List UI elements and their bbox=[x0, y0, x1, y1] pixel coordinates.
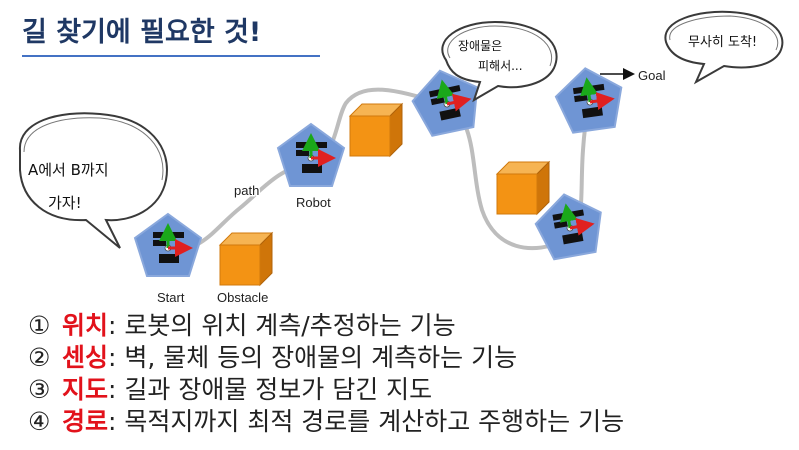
path-label: path bbox=[234, 183, 259, 198]
bubble-avoid-line2: 피해서... bbox=[478, 59, 523, 73]
bubble-arrive-text: 무사히 도착! bbox=[688, 35, 757, 50]
obstacle-label: Obstacle bbox=[217, 290, 268, 305]
item-number: ② bbox=[28, 343, 51, 372]
speech-bubble-avoid: 장애물은 피해서... bbox=[441, 20, 558, 103]
item-keyword: 위치 bbox=[62, 311, 109, 340]
item-description: : 벽, 물체 등의 장애물의 계측하는 기능 bbox=[108, 343, 518, 372]
item-description: : 목적지까지 최적 경로를 계산하고 주행하는 기능 bbox=[108, 407, 625, 436]
item-number: ① bbox=[28, 311, 51, 340]
list-item: ① 위치: 로봇의 위치 계측/추정하는 기능 bbox=[28, 310, 624, 342]
item-number: ④ bbox=[28, 407, 51, 436]
page-title: 길 찾기에 필요한 것! bbox=[22, 17, 262, 48]
robot-start bbox=[135, 214, 201, 276]
item-keyword: 경로 bbox=[62, 407, 109, 436]
bubble-start-line2: 가자! bbox=[48, 194, 82, 212]
item-description: : 길과 장애물 정보가 담긴 지도 bbox=[108, 375, 433, 404]
list-item: ② 센싱: 벽, 물체 등의 장애물의 계측하는 기능 bbox=[28, 342, 624, 374]
obstacle-box bbox=[496, 161, 550, 215]
item-description: : 로봇의 위치 계측/추정하는 기능 bbox=[108, 311, 456, 340]
goal-label: Goal bbox=[638, 68, 666, 83]
obstacle-box bbox=[219, 232, 273, 286]
speech-bubble-arrive: 무사히 도착! bbox=[664, 10, 784, 85]
bubble-start-line1: A에서 B까지 bbox=[28, 161, 109, 179]
title-underline bbox=[22, 55, 320, 57]
list-item: ③ 지도: 길과 장애물 정보가 담긴 지도 bbox=[28, 374, 624, 406]
robot-label: Robot bbox=[296, 195, 331, 210]
obstacle-box bbox=[349, 103, 403, 157]
speech-bubble-start: A에서 B까지 가자! bbox=[18, 112, 168, 249]
feature-list: ① 위치: 로봇의 위치 계측/추정하는 기능 ② 센싱: 벽, 물체 등의 장애물… bbox=[28, 310, 624, 438]
start-label: Start bbox=[157, 290, 185, 305]
list-item: ④ 경로: 목적지까지 최적 경로를 계산하고 주행하는 기능 bbox=[28, 406, 624, 438]
item-keyword: 지도 bbox=[62, 375, 109, 404]
bubble-avoid-line1: 장애물은 bbox=[458, 39, 502, 53]
item-number: ③ bbox=[28, 375, 51, 404]
path-planning-diagram: path Robot Goal Start Obstacle A에서 B까지 가… bbox=[18, 10, 784, 307]
item-keyword: 센싱 bbox=[62, 343, 109, 372]
